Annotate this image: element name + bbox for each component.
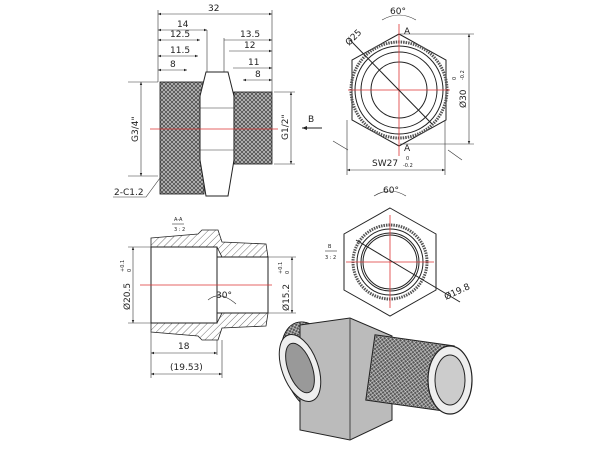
bore-small-tol-upper: +0.1 [278, 262, 284, 274]
view-b-label: B [308, 115, 314, 125]
right-thread-g12 [233, 91, 273, 165]
front-view: 32 14 12.5 11.5 8 13.5 12 11 8 G3/4" G1 [113, 4, 322, 198]
bore-large-tol-lower: 0 [127, 269, 133, 272]
sw-tol-upper: 0 [406, 156, 409, 162]
left-thread-g34 [159, 81, 205, 195]
dim-right-1: 13.5 [240, 30, 260, 40]
bore-small-label: Ø15.2 [281, 284, 292, 311]
left-thread-label: G3/4" [131, 116, 141, 142]
diameter-outer-label: Ø30 [458, 89, 469, 108]
view-b-title: B [328, 244, 332, 250]
section-view-a-a: A-A 3 : 2 Ø20.5 +0.1 0 Ø15.2 +0.1 0 30° … [120, 217, 296, 378]
dim-right-4: 8 [255, 70, 261, 80]
section-mark-bottom: A [404, 144, 411, 154]
angle-label: 60° [390, 7, 406, 17]
hex-outline-b [343, 207, 437, 317]
diameter-thread-label: Ø25 [343, 27, 364, 48]
dim-right-3: 11 [248, 58, 259, 68]
dim-right-2: 12 [244, 41, 255, 51]
dim-overall-length: 32 [208, 4, 219, 14]
bore-small-tol-lower: 0 [285, 271, 291, 274]
diameter-label-b: Ø19.8 [443, 281, 472, 303]
sw-tol-lower: -0.2 [403, 163, 413, 169]
right-thread-label: G1/2" [281, 114, 291, 140]
end-view-a: Ø25 60° A A Ø30 0 -0.2 SW27 0 -0.2 [332, 7, 474, 175]
section-wall-bottom [150, 312, 269, 341]
dimensions-top: 32 14 12.5 11.5 8 13.5 12 11 8 [157, 4, 273, 92]
dim-left-4: 8 [170, 60, 176, 70]
section-label: A-A [174, 217, 183, 223]
dim-left-1: 14 [177, 20, 189, 30]
depth-ref-label: (19.53) [170, 363, 203, 373]
bore-large-tol-upper: +0.1 [120, 260, 126, 272]
end-view-b: B 3 : 2 60° Ø19.8 [325, 186, 472, 317]
section-mark-top: A [404, 27, 411, 37]
outer-tol-upper: 0 [452, 77, 458, 80]
isometric-view [278, 317, 473, 441]
outer-tol-lower: -0.2 [460, 70, 466, 80]
dim-left-3: 11.5 [170, 46, 190, 56]
section-wall-top [150, 229, 269, 258]
bore-large-label: Ø20.5 [122, 283, 133, 310]
depth-label: 18 [178, 342, 190, 352]
wrench-size-label: SW27 [372, 159, 398, 169]
dim-left-2: 12.5 [170, 30, 190, 40]
view-b-scale: 3 : 2 [325, 255, 336, 261]
chamfer-label: 2-C1.2 [114, 188, 144, 198]
section-scale: 3 : 2 [174, 227, 185, 233]
angle-label-b: 60° [383, 186, 399, 196]
hex-nut [199, 71, 235, 197]
chamfer-angle-label: 30° [216, 291, 232, 301]
